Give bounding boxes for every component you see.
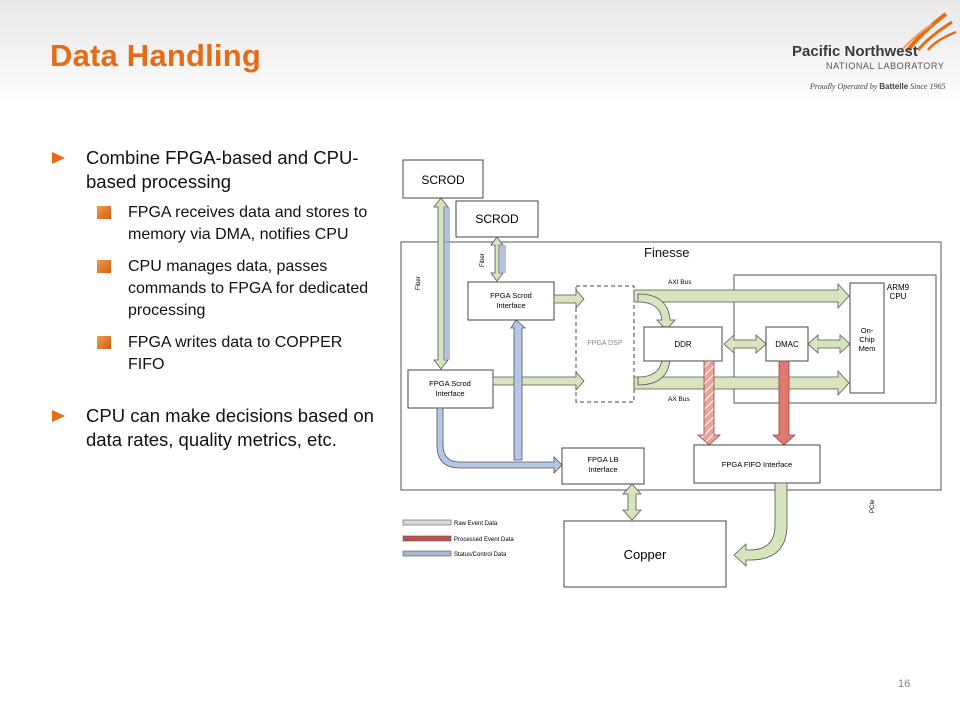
bullet-square-icon <box>97 260 111 273</box>
copper-label: Copper <box>624 547 667 562</box>
ddr-label: DDR <box>674 340 692 349</box>
ddr-processed-arrow <box>696 360 722 446</box>
fpga-lb-label-1: FPGA LB <box>587 455 618 464</box>
scrod-label-1: SCROD <box>421 173 465 187</box>
page-number: 16 <box>898 678 911 690</box>
slide-title: Data Handling <box>50 38 262 73</box>
legend-label-processed: Processed Event Data <box>454 537 514 543</box>
fiber-label-left: Fiber <box>416 276 422 290</box>
fpga-dsp-box <box>575 285 635 403</box>
logo-tagline-prefix: Proudly Operated by <box>810 82 878 91</box>
scrod-box-2 <box>455 200 539 238</box>
on-chip-mem-box <box>849 282 885 394</box>
fiber-label-right: Fiber <box>480 253 486 267</box>
dmac-processed-arrow <box>771 360 797 446</box>
legend-label-raw: Raw Event Data <box>454 521 498 527</box>
pcie-label: PCIe <box>870 499 876 513</box>
sub-bullet-text: CPU manages data, passes commands to FPG… <box>128 258 369 319</box>
legend-swatch-status <box>402 550 452 557</box>
sub-bullet-text: FPGA receives data and stores to memory … <box>128 204 368 243</box>
fiber-shadow-right <box>499 245 506 273</box>
ax-bus-label: AX Bus <box>668 396 690 403</box>
fpga-scrod-interface-top <box>467 281 555 321</box>
sub-bullet-item: CPU manages data, passes commands to FPG… <box>50 256 380 322</box>
ddr-dmac-arrow <box>723 334 767 354</box>
fifo-copper-arrow <box>733 482 788 567</box>
bullet-square-icon <box>97 206 111 219</box>
fpga-scrod-interface-left-label: FPGA Scrod <box>429 379 471 388</box>
bullet-arrow-icon <box>52 152 65 164</box>
sub-bullet-item: FPGA receives data and stores to memory … <box>50 202 380 246</box>
logo-tagline-brand: Battelle <box>879 82 909 91</box>
on-chip-mem-label-2: Chip <box>859 335 874 344</box>
on-chip-mem-label-3: Mem <box>859 344 876 353</box>
bullet-text: CPU can make decisions based on data rat… <box>86 405 374 450</box>
axi-bus-label: AXI Bus <box>668 279 692 286</box>
dmac-label: DMAC <box>775 340 799 349</box>
scrod-box-1 <box>402 159 484 199</box>
logo-name: Pacific Northwest <box>792 43 918 60</box>
lb-copper-arrow <box>622 483 642 521</box>
header-band <box>0 0 960 104</box>
status-arrow-scrod-to-lb <box>436 407 563 474</box>
cpu-label: CPU <box>890 292 907 301</box>
status-arrow-top-to-lb <box>510 319 527 461</box>
logo-tagline-suffix: Since 1965 <box>910 82 946 91</box>
bullet-item: Combine FPGA-based and CPU-based process… <box>50 146 380 194</box>
fpga-dsp-label: FPGA DSP <box>587 340 622 347</box>
curve-arrow-top <box>637 293 676 331</box>
scrod-label-2: SCROD <box>475 212 519 226</box>
sub-bullet-item: FPGA writes data to COPPER FIFO <box>50 332 380 376</box>
axi-bus-arrow <box>633 282 850 310</box>
fpga-scrod-interface-top-label2: Interface <box>496 301 525 310</box>
logo-mark-icon <box>902 12 957 52</box>
legend-label-status: Status/Control Data <box>454 552 507 558</box>
logo-tagline: Proudly Operated by Battelle Since 1965 <box>810 82 945 91</box>
legend-swatch-processed <box>402 535 452 542</box>
fpga-fifo-label: FPGA FIFO Interface <box>722 460 792 469</box>
architecture-diagram: Finesse SCROD SCROD Fiber Fiber FPGA Scr… <box>400 159 942 588</box>
fpga-scrod-interface-left <box>407 369 494 409</box>
raw-arrow-top-to-dsp <box>553 288 585 310</box>
fiber-shadow-left <box>444 207 450 360</box>
fpga-scrod-interface-top-label: FPGA Scrod <box>490 291 532 300</box>
fpga-fifo-box <box>693 444 821 484</box>
bullet-square-icon <box>97 336 111 349</box>
fpga-scrod-interface-left-label2: Interface <box>435 389 464 398</box>
fpga-lb-box <box>561 447 645 485</box>
bullet-text: Combine FPGA-based and CPU-based process… <box>86 147 359 192</box>
ddr-box <box>643 326 723 362</box>
copper-box <box>563 520 727 588</box>
arm9-label: ARM9 <box>887 283 910 292</box>
raw-arrow-left-to-dsp <box>492 370 585 392</box>
fpga-lb-label-2: Interface <box>588 465 617 474</box>
finesse-label: Finesse <box>644 245 690 260</box>
on-chip-mem-label-1: On- <box>861 326 874 335</box>
legend-swatch-raw <box>402 519 452 526</box>
ax-bus-arrow <box>633 369 850 397</box>
bullet-item: CPU can make decisions based on data rat… <box>50 404 380 452</box>
pnnl-logo: Pacific Northwest NATIONAL LABORATORY Pr… <box>788 10 958 100</box>
bullet-list: Combine FPGA-based and CPU-based process… <box>50 146 380 460</box>
bullet-arrow-icon <box>52 410 65 422</box>
logo-subtitle: NATIONAL LABORATORY <box>826 61 945 71</box>
sub-bullet-text: FPGA writes data to COPPER FIFO <box>128 334 343 373</box>
